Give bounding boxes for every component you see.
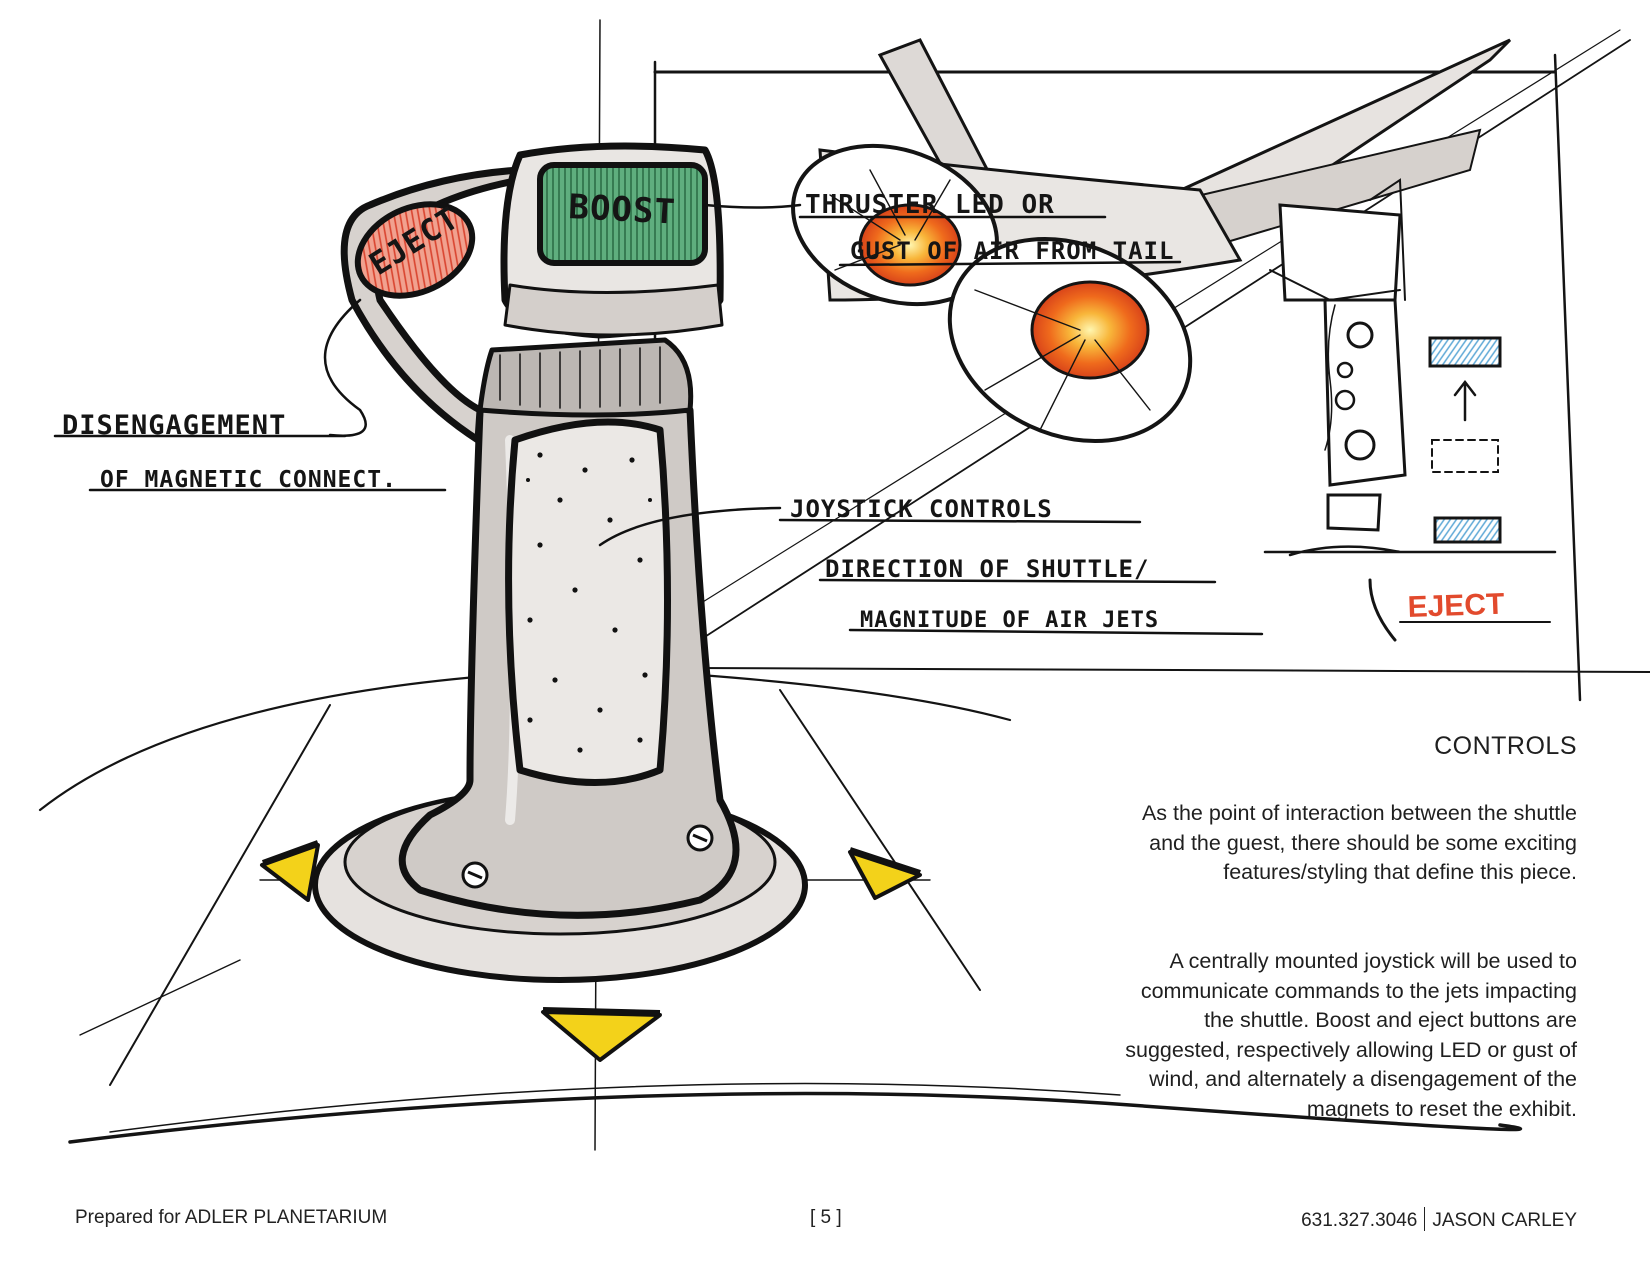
indicator-bottom [541,1010,662,1062]
annotation-disengage-line1: DISENGAGEMENT [62,410,286,441]
direction-indicators [260,840,922,1062]
shuttle-thrusters [791,38,1512,487]
annotation-thruster-line1: THRUSTER LED OR [805,190,1055,220]
eject-button[interactable] [343,187,487,314]
base-screws [461,824,714,889]
boost-button[interactable] [537,162,708,266]
description-paragraph-2: A centrally mounted joystick will be use… [1125,949,1577,1121]
boost-button-label: BOOST [568,187,677,233]
footer-phone: 631.327.3046 [1301,1210,1418,1231]
annotation-joystick-line3: MAGNITUDE OF AIR JETS [860,608,1159,633]
footer-author: JASON CARLEY [1432,1210,1577,1231]
footer-prepared-for: Prepared for ADLER PLANETARIUM [75,1207,388,1228]
annotation-thruster-line2: GUST OF AIR FROM TAIL [850,237,1174,265]
annotation-lines [53,203,1264,636]
panel-eject-label: EJECT [1407,588,1505,624]
control-panel [1263,336,1557,642]
footer-contact: 631.327.3046 JASON CARLEY [1301,1207,1577,1232]
description-paragraph-1: As the point of interaction between the … [1141,801,1577,884]
annotation-joystick-line2: DIRECTION OF SHUTTLE/ [825,555,1149,583]
annotation-joystick-line1: JOYSTICK CONTROLS [790,495,1053,523]
section-title: CONTROLS [1434,732,1577,760]
annotation-disengage-line2: OF MAGNETIC CONNECT. [100,467,397,493]
footer-page-number: [ 5 ] [810,1207,842,1228]
footer-separator [1424,1207,1426,1231]
